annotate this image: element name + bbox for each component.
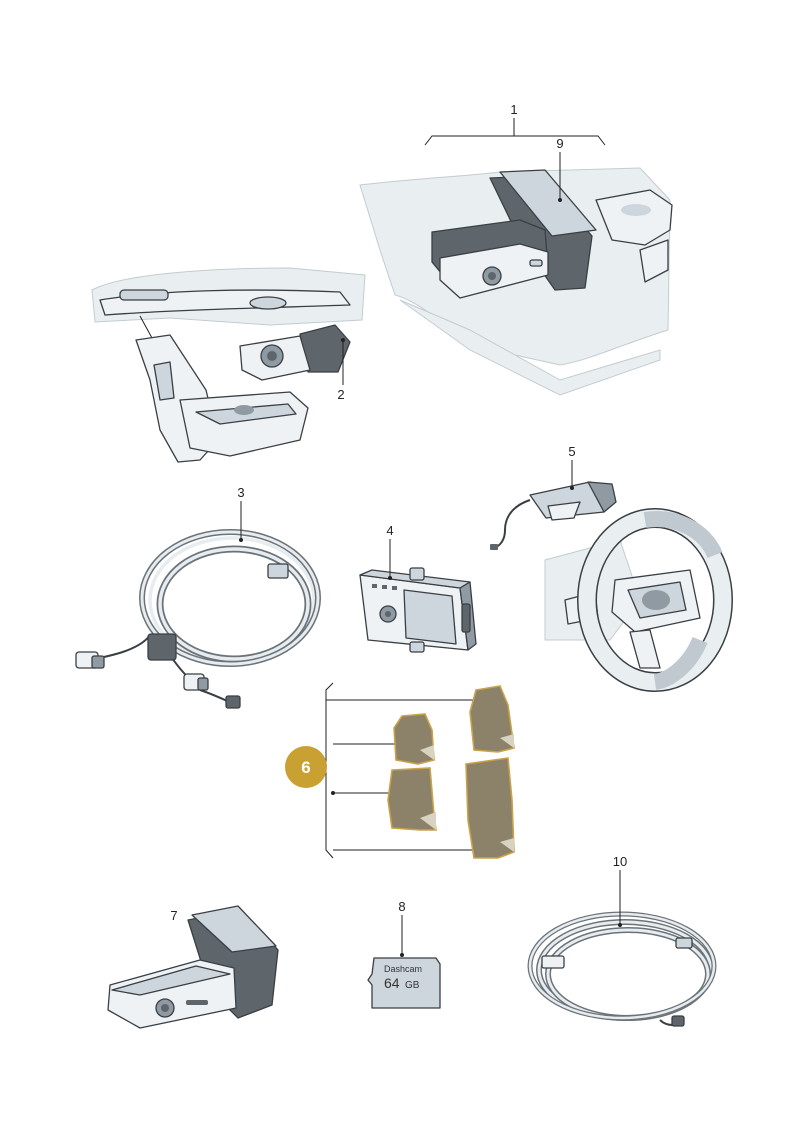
callout-5-leader: 5 <box>568 444 576 490</box>
connector-middle <box>183 673 209 691</box>
callout-7: 7 <box>170 908 177 923</box>
sd-card-brand: Dashcam <box>384 964 422 974</box>
mirror-body <box>135 334 309 463</box>
callout-1: 1 <box>510 102 517 117</box>
mirror-mount-bracket <box>239 324 351 381</box>
sd-card-unit: GB <box>405 980 420 991</box>
callout-2: 2 <box>337 387 344 402</box>
connector-left <box>75 651 105 669</box>
scene-mirror-mount <box>91 267 366 463</box>
microsd-card: Dashcam 64 GB <box>367 957 441 1009</box>
callout-7-leader: 7 <box>170 908 177 923</box>
scene-windshield-mounted-dashcam <box>359 167 673 396</box>
scene-steering-wheel <box>544 508 733 692</box>
control-unit <box>359 567 477 653</box>
adhesive-pads-set <box>325 682 515 859</box>
callout-10: 10 <box>613 854 627 869</box>
extension-cable <box>527 911 717 1027</box>
callout-6-badge: 6 <box>285 746 327 788</box>
wiring-harness <box>75 529 321 709</box>
adhesive-pad-small-bottom <box>387 767 437 831</box>
adhesive-pad-large-bottom <box>465 757 515 859</box>
callout-8: 8 <box>398 899 405 914</box>
callout-9-leader: 9 <box>556 136 564 202</box>
callout-2-leader: 2 <box>337 338 345 402</box>
callout-3: 3 <box>237 485 244 500</box>
callout-8-leader: 8 <box>398 899 406 957</box>
dashcam-unit <box>107 905 279 1029</box>
callout-1-bracket: 1 <box>424 102 606 146</box>
callout-5: 5 <box>568 444 575 459</box>
adhesive-pad-large-top <box>469 685 515 753</box>
callout-10-leader: 10 <box>613 854 627 927</box>
callout-3-leader: 3 <box>237 485 245 542</box>
callout-6: 6 <box>301 758 310 777</box>
callout-4-leader: 4 <box>386 523 394 580</box>
callout-9: 9 <box>556 136 563 151</box>
dashcam-front-unit <box>431 169 597 299</box>
sd-card-capacity: 64 <box>384 975 400 991</box>
connector-right <box>225 695 241 709</box>
callout-4: 4 <box>386 523 393 538</box>
adhesive-pad-small-top <box>393 713 435 765</box>
steering-camera <box>490 481 617 550</box>
